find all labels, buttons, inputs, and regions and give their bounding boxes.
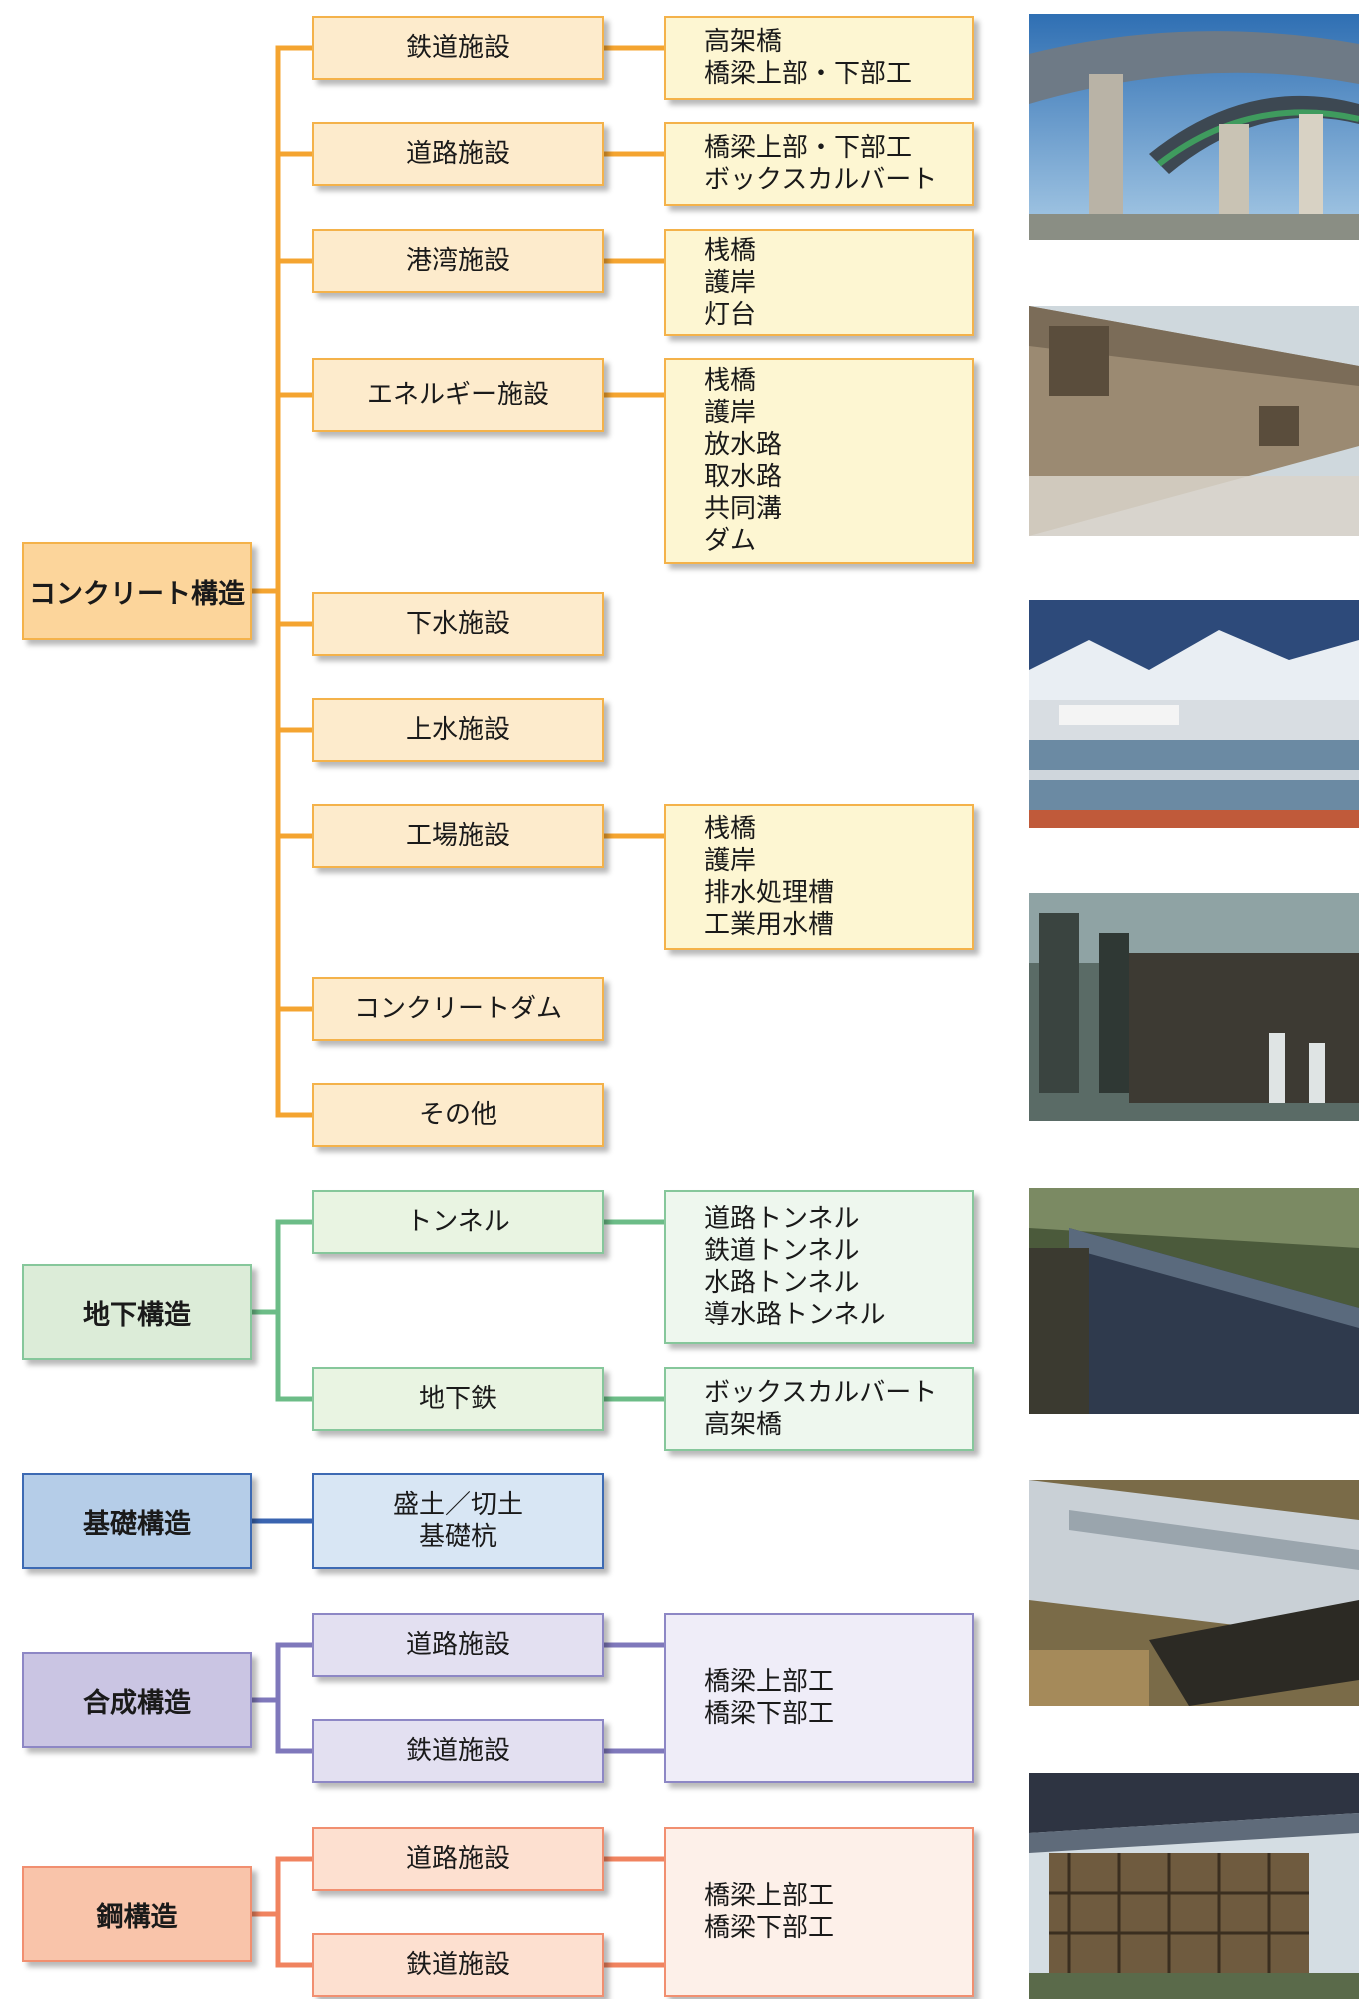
concrete-detail-box-line: 桟橋 (704, 235, 757, 266)
concrete-facility-box: 下水施設 (312, 592, 604, 656)
foundation-category-box: 基礎構造 (22, 1473, 252, 1569)
underground-detail-box: ボックスカルバート高架橋 (664, 1367, 974, 1451)
foundation-facility-box-line: 基礎杭 (418, 1522, 497, 1552)
category-label: 鋼構造 (96, 1901, 178, 1933)
concrete-detail-box: 桟橋護岸排水処理槽工業用水槽 (664, 804, 974, 950)
steel-shared-detail-box-line: 橋梁上部工 (704, 1881, 835, 1911)
underground-detail-box-line: 道路トンネル (704, 1204, 860, 1234)
underground-facility-box: トンネル (312, 1190, 604, 1254)
steel-box-girder-photo (1029, 1480, 1359, 1706)
underground-detail-box-line: 高架橋 (704, 1410, 783, 1440)
concrete-facility-box-line: 下水施設 (405, 609, 510, 639)
water-treatment-plant-photo (1029, 600, 1359, 828)
composite-facility-box: 鉄道施設 (312, 1719, 604, 1783)
foundation-facility-box: 盛土／切土基礎杭 (312, 1473, 604, 1569)
underground-facility-box-line: 地下鉄 (418, 1384, 497, 1414)
concrete-facility-box-line: 港湾施設 (405, 246, 510, 276)
concrete-facility-box-line: 道路施設 (405, 139, 510, 169)
category-label: 地下構造 (83, 1299, 191, 1331)
concrete-detail-box-line: ボックスカルバート (704, 165, 938, 195)
steel-shared-detail-box-line: 橋梁下部工 (704, 1913, 835, 1943)
foundation-facility-box-line: 盛土／切土 (392, 1490, 523, 1520)
steel-facility-box: 鉄道施設 (312, 1933, 604, 1997)
industrial-plant-photo (1029, 893, 1359, 1121)
concrete-facility-box: 港湾施設 (312, 229, 604, 293)
elevated-expressway-photo (1029, 14, 1359, 240)
composite-category-box: 合成構造 (22, 1652, 252, 1748)
concrete-detail-box-line: 護岸 (704, 846, 757, 876)
category-label: 合成構造 (83, 1687, 191, 1719)
underground-facility-box: 地下鉄 (312, 1367, 604, 1431)
composite-facility-box-line: 道路施設 (405, 1630, 510, 1660)
concrete-detail-box-line: 桟橋 (704, 814, 757, 844)
concrete-detail-box-line: 護岸 (704, 267, 757, 298)
concrete-detail-box: 桟橋護岸放水路取水路共同溝ダム (664, 358, 974, 564)
concrete-detail-box-line: 工業用水槽 (704, 910, 835, 940)
category-label: 基礎構造 (83, 1508, 191, 1540)
composite-facility-box: 道路施設 (312, 1613, 604, 1677)
concrete-detail-box-line: 取水路 (704, 462, 783, 492)
steel-shared-detail-box: 橋梁上部工橋梁下部工 (664, 1827, 974, 1997)
underground-detail-box-line: 導水路トンネル (704, 1300, 886, 1330)
composite-facility-box-line: 鉄道施設 (405, 1736, 510, 1766)
concrete-facility-box: 上水施設 (312, 698, 604, 762)
underground-detail-box-line: 鉄道トンネル (704, 1236, 860, 1266)
concrete-detail-box-line: 橋梁上部・下部工 (704, 59, 913, 89)
steel-category-box: 鋼構造 (22, 1866, 252, 1962)
concrete-detail-box-line: 橋梁上部・下部工 (704, 133, 913, 163)
concrete-facility-box-line: 鉄道施設 (405, 33, 510, 63)
steel-facility-box-line: 道路施設 (405, 1844, 510, 1874)
composite-shared-detail-box: 橋梁上部工橋梁下部工 (664, 1613, 974, 1783)
bridge-under-construction-photo (1029, 1773, 1359, 1999)
concrete-detail-box: 桟橋護岸灯台 (664, 229, 974, 336)
composite-shared-detail-box-line: 橋梁上部工 (704, 1667, 835, 1697)
underground-category-box: 地下構造 (22, 1264, 252, 1360)
steel-facility-box: 道路施設 (312, 1827, 604, 1891)
concrete-facility-box: その他 (312, 1083, 604, 1147)
retaining-wall-construction-photo (1029, 1188, 1359, 1414)
concrete-category-box: コンクリート構造 (22, 542, 252, 640)
underground-detail-box-line: ボックスカルバート (704, 1378, 938, 1408)
concrete-detail-box-line: 灯台 (704, 299, 757, 330)
concrete-detail-box-line: 排水処理槽 (704, 878, 835, 908)
concrete-detail-box-line: 共同溝 (704, 494, 783, 524)
concrete-facility-box-line: コンクリートダム (353, 994, 562, 1024)
concrete-facility-box: 工場施設 (312, 804, 604, 868)
underground-detail-box: 道路トンネル鉄道トンネル水路トンネル導水路トンネル (664, 1190, 974, 1344)
concrete-facility-box-line: エネルギー施設 (366, 380, 549, 410)
concrete-facility-box-line: 上水施設 (405, 715, 510, 745)
concrete-facility-box: 道路施設 (312, 122, 604, 186)
concrete-detail-box-line: ダム (704, 526, 757, 556)
concrete-facility-box: コンクリートダム (312, 977, 604, 1041)
concrete-facility-box-line: その他 (418, 1100, 497, 1130)
concrete-detail-box-line: 放水路 (704, 430, 783, 460)
category-label: コンクリート構造 (29, 578, 245, 610)
concrete-facility-box: 鉄道施設 (312, 16, 604, 80)
concrete-detail-box-line: 桟橋 (704, 366, 757, 396)
concrete-viaduct-photo (1029, 306, 1359, 536)
steel-facility-box-line: 鉄道施設 (405, 1950, 510, 1980)
concrete-facility-box-line: 工場施設 (405, 821, 510, 851)
concrete-detail-box: 橋梁上部・下部工ボックスカルバート (664, 122, 974, 206)
underground-detail-box-line: 水路トンネル (704, 1268, 860, 1298)
concrete-detail-box: 高架橋橋梁上部・下部工 (664, 16, 974, 100)
concrete-facility-box: エネルギー施設 (312, 358, 604, 432)
concrete-detail-box-line: 護岸 (704, 398, 757, 428)
underground-facility-box-line: トンネル (406, 1207, 510, 1237)
concrete-detail-box-line: 高架橋 (704, 27, 783, 57)
composite-shared-detail-box-line: 橋梁下部工 (704, 1699, 835, 1729)
